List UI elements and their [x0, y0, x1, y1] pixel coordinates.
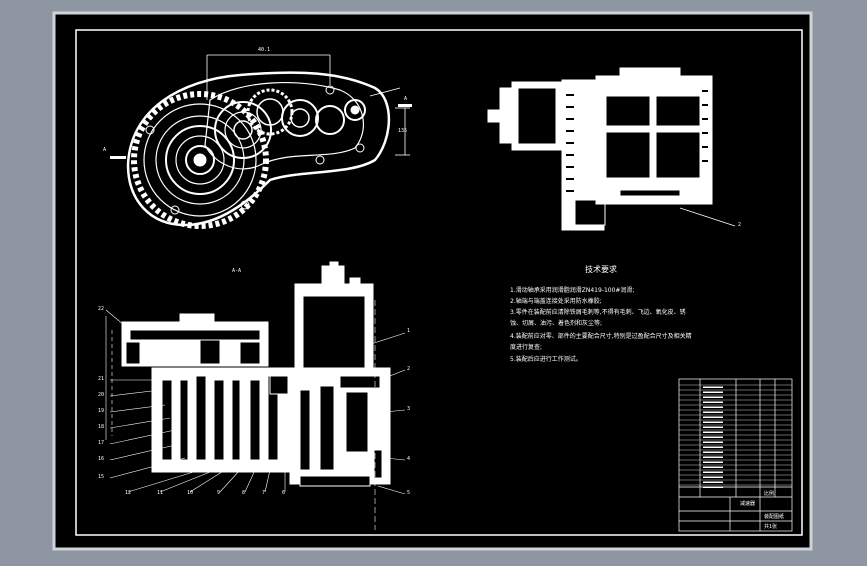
parts-list-entry: [703, 446, 723, 448]
parts-list-entry: [703, 401, 723, 403]
balloon-number: 21: [98, 376, 105, 382]
dimension-label: 135: [398, 128, 408, 134]
parts-list-entry: [703, 391, 723, 393]
balloon-number: 11: [157, 490, 164, 496]
parts-list-entry: [703, 466, 723, 468]
parts-list-entry: [703, 451, 723, 453]
balloon-number: 2: [738, 222, 742, 228]
parts-list-rows: [679, 384, 792, 488]
parts-list-entry: [703, 416, 723, 418]
parts-list-entry: [703, 406, 723, 408]
balloon-number: 9: [217, 490, 221, 496]
balloon-number: 2: [407, 366, 411, 372]
side-elevation-view: [487, 67, 736, 231]
section-view-a-a: [105, 261, 406, 530]
technical-requirements-title: 技术要求: [585, 265, 617, 274]
parts-list-entry: [703, 396, 723, 398]
balloon-number: 22: [98, 306, 105, 312]
balloon-number: 8: [242, 490, 246, 496]
section-arrow-label: A: [404, 96, 408, 102]
tech-requirement-line: 蚀、切屑、油污、着色剂和灰尘等;: [510, 320, 603, 327]
parts-list-entry: [703, 436, 723, 438]
parts-list-entry: [703, 481, 723, 483]
balloon-number: 6: [282, 490, 286, 496]
parts-list-entry: [703, 426, 723, 428]
parts-list-entry: [703, 431, 723, 433]
balloon-number: 16: [98, 456, 105, 462]
title-block-count: 共1张: [764, 524, 778, 530]
drawing-frame: [75, 29, 803, 536]
parts-list-entry: [703, 471, 723, 473]
dimension-label: 40.1: [258, 47, 271, 53]
balloon-number: 12: [125, 490, 132, 496]
parts-list-entry: [703, 411, 723, 413]
tech-requirement-line: 度进行复查;: [510, 344, 543, 351]
title-block-scale: 比例: [764, 491, 775, 497]
parts-list-entry: [703, 421, 723, 423]
parts-list-entry: [703, 441, 723, 443]
parts-list-entry: [703, 476, 723, 478]
section-arrow-label: A: [103, 147, 107, 153]
parts-list-entry: [703, 461, 723, 463]
title-block-sheet: 装配图纸: [764, 514, 785, 520]
balloon-number: 5: [407, 490, 411, 496]
tech-requirement-line: 3.零件在装配前应清除铁屑毛刺等,不得有毛刺、飞边、氧化皮、锈: [510, 309, 686, 316]
parts-list-entry: [703, 386, 723, 388]
tech-requirement-line: 2.轴端与端盖连接处采用防水橡胶;: [510, 298, 602, 305]
gear-plan-view: [110, 54, 412, 229]
balloon-number: 3: [407, 406, 411, 412]
tech-requirement-line: 4.装配前应对零、部件的主要配合尺寸,特别是过盈配合尺寸及相关精: [510, 333, 692, 340]
balloon-number: 7: [262, 490, 266, 496]
section-label: A-A: [232, 268, 242, 274]
balloon-number: 10: [187, 490, 194, 496]
balloon-number: 15: [98, 474, 105, 480]
title-block-name: 减速器: [740, 501, 756, 507]
balloon-number: 18: [98, 424, 105, 430]
balloon-number: 20: [98, 392, 105, 398]
balloon-number: 17: [98, 440, 105, 446]
balloon-number: 1: [407, 328, 411, 334]
parts-list-entry: [703, 456, 723, 458]
tech-requirement-line: 5.装配后应进行工作测试。: [510, 356, 582, 363]
balloon-number: 4: [407, 456, 411, 462]
balloon-number: 19: [98, 408, 105, 414]
tech-requirement-line: 1.滑动轴承采用润滑脂润滑ZN419-100#润滑;: [510, 287, 635, 294]
parts-list-entry: [703, 486, 723, 488]
